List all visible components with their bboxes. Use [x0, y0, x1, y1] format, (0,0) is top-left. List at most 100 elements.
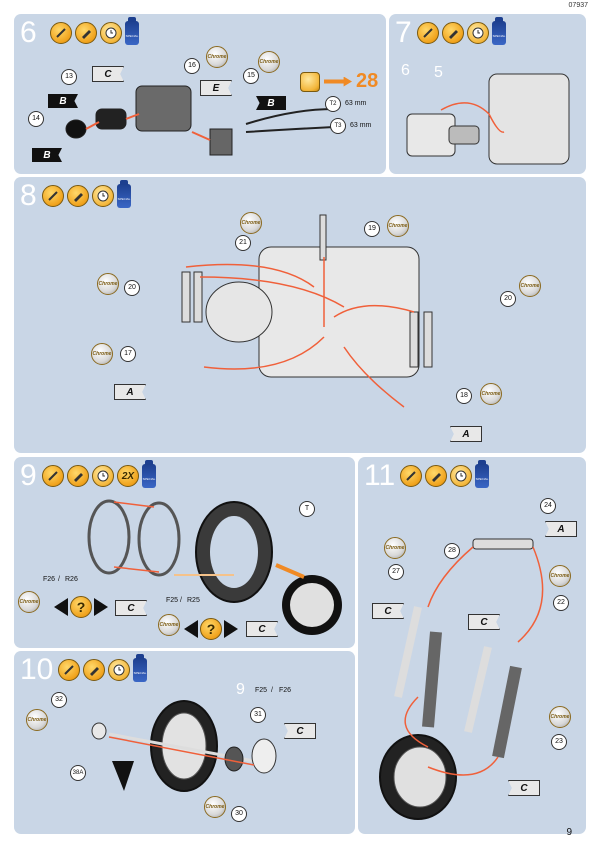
clock-icon [450, 465, 472, 487]
step-10-diagram [91, 700, 277, 792]
arrow-right-icon [94, 598, 108, 616]
decal-flag-c: C [508, 780, 540, 796]
clock-icon [92, 465, 114, 487]
part-number: T3 [330, 118, 346, 134]
part-number: 38A [70, 765, 86, 781]
step-9-diagram [87, 499, 342, 635]
part-number: 15 [243, 68, 259, 84]
step-number: 7 [395, 16, 412, 49]
decal-flag-b: B [32, 148, 62, 162]
chrome-paint-icon: Chrome [204, 796, 226, 818]
part-number: 13 [61, 69, 77, 85]
chrome-paint-icon: Chrome [480, 383, 502, 405]
part-number: 17 [120, 346, 136, 362]
decal-flag-a: A [450, 426, 482, 442]
part-number: 22 [553, 595, 569, 611]
chrome-paint-icon: Chrome [387, 215, 409, 237]
paint-tin-icon [475, 460, 489, 488]
glue-icon [67, 185, 89, 207]
chrome-paint-icon: Chrome [97, 273, 119, 295]
optional-warning: ? [184, 618, 238, 640]
part-number: 20 [500, 291, 516, 307]
step-number: 11 [364, 459, 396, 492]
step-11-panel: 11 24 A Chrome 28 Chrome 27 22 C C Chrom… [358, 457, 586, 834]
ghost-step-ref: 9 [236, 681, 245, 698]
step-number: 9 [20, 459, 37, 492]
page-number: 9 [566, 827, 572, 838]
paint-tin-icon [117, 180, 131, 208]
part-label: R25 [187, 597, 200, 604]
decal-flag-c: C [92, 66, 124, 82]
part-number: 30 [231, 806, 247, 822]
separator: / [271, 687, 273, 694]
step-7-panel: 7 6 5 [389, 14, 586, 174]
chrome-paint-icon: Chrome [519, 275, 541, 297]
part-number: 31 [250, 707, 266, 723]
step-8-panel: 8 Chrome Chrome Chrome Chrome Chrome Chr… [14, 177, 586, 453]
chrome-paint-icon: Chrome [91, 343, 113, 365]
decal-flag-c: C [284, 723, 316, 739]
step-6-panel: 6 Chrome Chrome C B E B B 16 15 13 14 T2… [14, 14, 386, 174]
step-number: 10 [20, 653, 54, 686]
part-label: R26 [65, 576, 78, 583]
step-11-diagram [379, 538, 544, 820]
clock-icon [92, 185, 114, 207]
step-7-diagram [406, 73, 570, 165]
optional-warning: ? [54, 596, 108, 618]
dimension-label: 63 mm [350, 122, 372, 129]
part-number: 23 [551, 734, 567, 750]
decal-flag-c: C [115, 600, 147, 616]
part-number: T [299, 501, 315, 517]
multiplier-badge: 2X [117, 465, 139, 487]
next-step-number: 28 [356, 70, 379, 92]
separator: / [180, 597, 182, 604]
tool-icons [58, 654, 147, 682]
step-6-diagram [65, 85, 335, 156]
part-number: 24 [540, 498, 556, 514]
decal-flag-a: A [114, 384, 146, 400]
separator: / [58, 576, 60, 583]
step-9-panel: 9 2X T F26 / R26 F25 / R25 Chrome ? C Ch… [14, 457, 355, 648]
paint-tin-icon [125, 17, 139, 45]
arrow-right-icon [324, 76, 352, 87]
question-icon: ? [70, 596, 92, 618]
paint-tin-icon [133, 654, 147, 682]
ghost-step-ref: 5 [434, 64, 443, 81]
arrow-left-icon [184, 620, 198, 638]
part-number: 19 [364, 221, 380, 237]
decal-flag-c: C [246, 621, 278, 637]
part-label: F26 [43, 576, 56, 583]
part-number: 18 [456, 388, 472, 404]
chrome-paint-icon: Chrome [384, 537, 406, 559]
cutter-icon [42, 465, 64, 487]
part-number: 14 [28, 111, 44, 127]
paint-tin-icon [142, 460, 156, 488]
timer-icon [300, 71, 320, 92]
arrow-right-icon [224, 620, 238, 638]
chrome-paint-icon: Chrome [258, 51, 280, 73]
part-number: 27 [388, 564, 404, 580]
cutter-icon [400, 465, 422, 487]
decal-flag-c: C [372, 603, 404, 619]
glue-icon [425, 465, 447, 487]
paint-tin-icon [492, 17, 506, 45]
cutter-icon [42, 185, 64, 207]
chrome-paint-icon: Chrome [158, 614, 180, 636]
clock-icon [108, 659, 130, 681]
clock-icon [100, 22, 122, 44]
decal-flag-a: A [545, 521, 577, 537]
cutter-icon [50, 22, 72, 44]
chrome-paint-icon: Chrome [18, 591, 40, 613]
ghost-step-ref: 6 [401, 62, 410, 79]
glue-icon [442, 22, 464, 44]
tool-icons [42, 180, 131, 208]
part-number: 20 [124, 280, 140, 296]
decal-flag-c: C [468, 614, 500, 630]
part-number: T2 [325, 96, 341, 112]
clock-icon [467, 22, 489, 44]
step-10-panel: 10 9 F25 / F26 Chrome 32 31 C 38A Chrome… [14, 651, 355, 834]
glue-icon [67, 465, 89, 487]
part-number: 16 [184, 58, 200, 74]
chrome-paint-icon: Chrome [240, 212, 262, 234]
product-code: 07937 [568, 2, 588, 9]
